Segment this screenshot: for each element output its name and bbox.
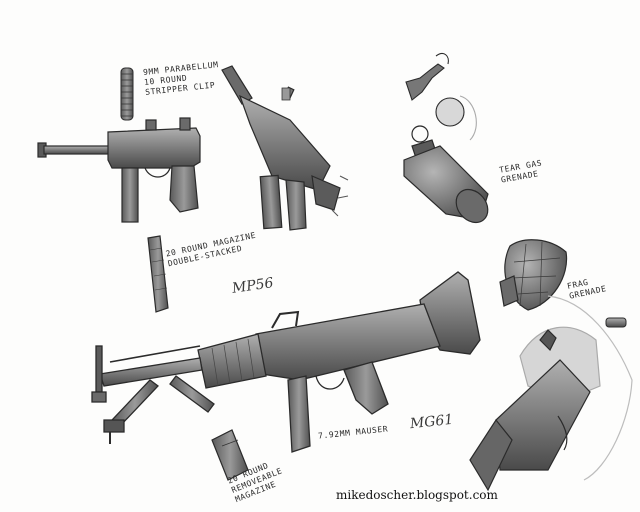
smg-magazine-sketch: [147, 235, 169, 313]
mg61-rifle-sketch: [91, 271, 481, 453]
cartridge-sketch: [281, 87, 627, 328]
tear-gas-grenade-sketch: [403, 125, 489, 224]
hand-detail-sketch: [469, 295, 633, 492]
rifle-magazine-sketch: [211, 429, 249, 481]
credit-url: mikedoscher.blogspot.com: [336, 488, 498, 502]
smg-side-view: [37, 117, 201, 223]
frag-grenade-sketch: [499, 239, 568, 311]
pin-detail-sketch: [405, 53, 477, 141]
smg-angled-view: [221, 65, 349, 231]
stripper-clip-sketch: [120, 67, 134, 121]
